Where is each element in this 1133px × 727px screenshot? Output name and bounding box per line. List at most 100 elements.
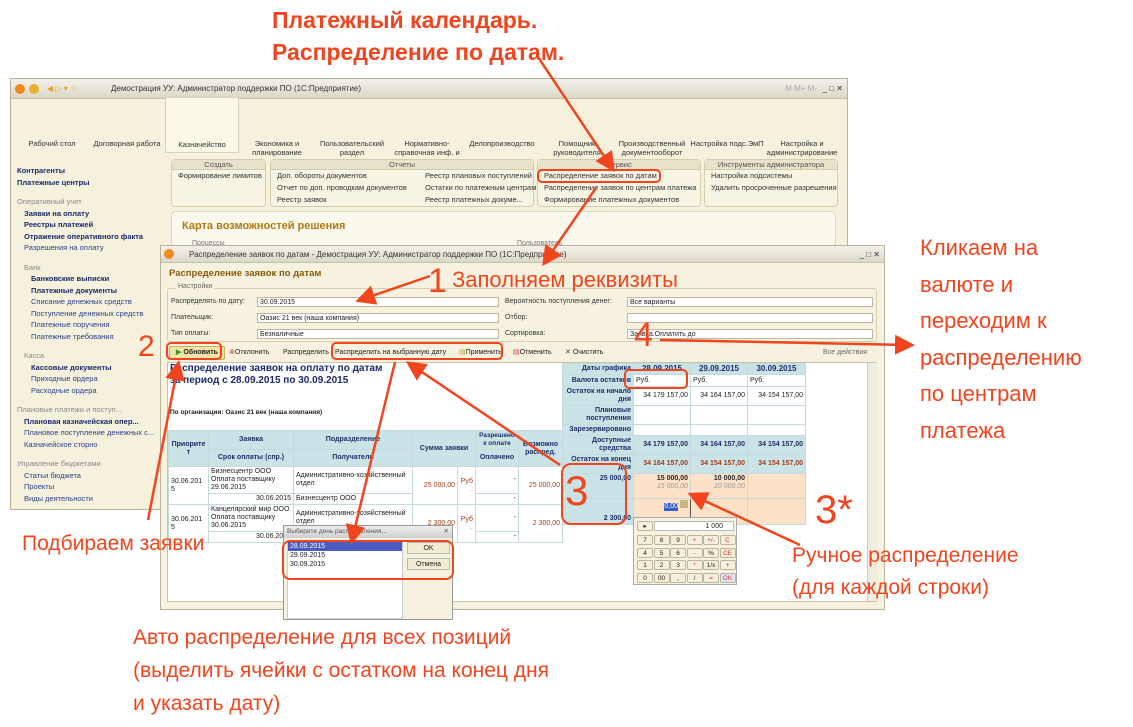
sidebar-item[interactable]: Отражение оперативного факта bbox=[24, 231, 144, 241]
date-option[interactable]: 29.09.2015 bbox=[290, 552, 326, 559]
calc-key[interactable]: 6 bbox=[670, 547, 686, 558]
calc-key[interactable]: * bbox=[686, 560, 703, 570]
cancel-button[interactable]: ▤Отменить bbox=[513, 347, 552, 359]
calc-key[interactable]: + bbox=[719, 560, 736, 570]
panel-link[interactable]: Доп. обороты документов bbox=[277, 171, 367, 180]
sidebar-item[interactable]: Кассовые документы bbox=[31, 362, 112, 372]
calc-key[interactable]: 00 bbox=[653, 572, 670, 583]
payer-field[interactable]: Оазис 21 век (наша компания) bbox=[257, 313, 499, 323]
calc-key[interactable]: 8 bbox=[653, 535, 670, 545]
calc-key[interactable]: = bbox=[703, 572, 719, 583]
panel-link[interactable]: Реестр платежных докуме... bbox=[425, 195, 523, 204]
memory-buttons[interactable]: M M+ M- bbox=[785, 84, 817, 93]
calc-key[interactable]: +/- bbox=[703, 535, 719, 545]
section-7[interactable]: Помощник руководителя bbox=[553, 139, 601, 157]
cancel-dialog-button[interactable]: Отмена bbox=[407, 558, 450, 570]
sidebar-item[interactable]: Проекты bbox=[24, 482, 55, 491]
calculator-icon[interactable] bbox=[680, 500, 688, 508]
calc-key[interactable]: 0 bbox=[637, 572, 653, 583]
calc-toggle[interactable]: ▸ bbox=[637, 521, 653, 531]
sidebar-item[interactable]: Платежные документы bbox=[31, 285, 118, 295]
panel-link[interactable]: Настройка подсистемы bbox=[711, 171, 793, 180]
window-controls[interactable]: _ □ ✕ bbox=[859, 250, 880, 259]
panel-link[interactable]: Формирование платежных документов bbox=[544, 195, 680, 204]
sidebar-item[interactable]: Плановая казначейская опер... bbox=[24, 416, 139, 426]
date-field[interactable]: 30.09.2015 bbox=[257, 297, 499, 307]
panel-link[interactable]: Формирование лимитов bbox=[178, 171, 262, 180]
back-icon[interactable]: ◀ ▷ ▾ ☆ bbox=[47, 84, 78, 93]
sidebar-item[interactable]: Казначейское сторно bbox=[24, 439, 98, 449]
sidebar-item[interactable]: Поступление денежных средств bbox=[31, 308, 144, 318]
sidebar-item[interactable]: Платежные требования bbox=[31, 331, 114, 341]
calc-key[interactable]: - bbox=[686, 547, 703, 558]
calc-key[interactable]: 5 bbox=[653, 547, 670, 558]
section-9[interactable]: Настройка подс.ЭмП bbox=[690, 139, 764, 148]
sidebar-item[interactable]: Статьи бюджета bbox=[24, 470, 81, 480]
calc-key[interactable]: 2 bbox=[653, 560, 670, 570]
sidebar-item[interactable]: Виды деятельности bbox=[24, 493, 93, 503]
section-2[interactable]: Казначейство bbox=[165, 97, 239, 153]
sidebar-item[interactable]: Разрешения на оплату bbox=[24, 243, 104, 252]
ok-button[interactable]: OK bbox=[407, 542, 450, 554]
distribution-cell[interactable] bbox=[747, 498, 806, 525]
menu-icon[interactable] bbox=[29, 84, 39, 94]
date-option[interactable]: 28.09.2015 bbox=[288, 542, 402, 551]
sort-field[interactable]: Заявка.Оплатить до bbox=[627, 329, 873, 339]
calc-key[interactable]: OK bbox=[719, 572, 736, 583]
clear-button[interactable]: ✕ Очистить bbox=[565, 347, 603, 359]
close-icon[interactable]: ✕ bbox=[443, 528, 449, 535]
sidebar-item[interactable]: Списание денежных средств bbox=[31, 297, 132, 306]
calc-display[interactable]: 1 000 bbox=[654, 521, 734, 531]
section-6[interactable]: Делопроизводство bbox=[469, 139, 535, 148]
calc-key[interactable]: 3 bbox=[670, 560, 686, 570]
calc-key[interactable]: CE bbox=[719, 547, 736, 558]
sidebar-item[interactable]: Контрагенты bbox=[17, 166, 66, 175]
calc-key[interactable]: 4 bbox=[637, 547, 653, 558]
panel-link[interactable]: Реестр заявок bbox=[277, 195, 327, 204]
panel-link[interactable]: Распределение заявок по центрам платежа bbox=[544, 183, 697, 192]
section-8[interactable]: Производственный документооборот bbox=[618, 139, 686, 157]
report-scrollbar[interactable] bbox=[867, 363, 877, 601]
section-3[interactable]: Экономика и планирование bbox=[252, 139, 302, 157]
all-actions-button[interactable]: Все действия bbox=[823, 349, 868, 356]
calc-key[interactable]: C bbox=[719, 535, 736, 545]
sidebar-item[interactable]: Заявки на оплату bbox=[24, 208, 90, 218]
calc-key[interactable]: , bbox=[670, 572, 686, 583]
calc-key[interactable]: + bbox=[686, 535, 703, 545]
section-1[interactable]: Договорная работа bbox=[93, 139, 161, 148]
calc-key[interactable]: / bbox=[686, 572, 703, 583]
panel-link[interactable]: Удалить просроченные разрешения bbox=[711, 183, 837, 192]
calc-key[interactable]: 1 bbox=[637, 560, 653, 570]
sidebar-item[interactable]: Платежные центры bbox=[17, 177, 90, 187]
sidebar-item[interactable]: Платежные поручения bbox=[31, 320, 110, 329]
date-option[interactable]: 30.09.2015 bbox=[290, 561, 326, 568]
panel-link[interactable]: Отчет по доп. проводкам документов bbox=[277, 183, 407, 192]
calc-key[interactable]: 7 bbox=[637, 535, 653, 545]
panel-link[interactable]: Распределение заявок по датам bbox=[544, 171, 657, 180]
refresh-button[interactable]: ▶ Обновить bbox=[169, 346, 225, 360]
paytype-field[interactable]: Безналичные bbox=[257, 329, 499, 339]
calc-key[interactable]: 9 bbox=[670, 535, 686, 545]
distribute-button[interactable]: Распределить bbox=[283, 349, 329, 356]
calc-key[interactable]: % bbox=[703, 547, 719, 558]
reject-button[interactable]: ⊗Отклонить bbox=[229, 347, 269, 359]
section-10[interactable]: Настройка и администрирование bbox=[766, 139, 838, 157]
sidebar-item[interactable]: Банковские выписки bbox=[31, 274, 110, 283]
distribute-date-button[interactable]: Распределить на выбранную дату bbox=[335, 349, 447, 356]
apply-button[interactable]: ▤Применить bbox=[459, 347, 502, 359]
filter-field[interactable] bbox=[627, 313, 873, 323]
window-controls[interactable]: _ □ ✕ bbox=[822, 84, 843, 93]
probability-field[interactable]: Все варианты bbox=[627, 297, 873, 307]
section-4[interactable]: Пользовательский раздел bbox=[319, 139, 385, 157]
sidebar-item[interactable]: Расходные ордера bbox=[31, 385, 97, 395]
panel-link[interactable]: Реестр плановых поступлений bbox=[425, 171, 532, 180]
calc-key[interactable]: 1/x bbox=[703, 560, 719, 570]
panel-link[interactable]: Остатки по платежным центрам bbox=[425, 183, 537, 192]
sidebar-item[interactable]: Реестры платежей bbox=[24, 220, 94, 229]
sidebar-item[interactable]: Плановое поступление денежных с... bbox=[24, 428, 155, 437]
section-0[interactable]: Рабочий стол bbox=[28, 139, 76, 148]
sidebar-item[interactable]: Приходные ордера bbox=[31, 374, 98, 383]
